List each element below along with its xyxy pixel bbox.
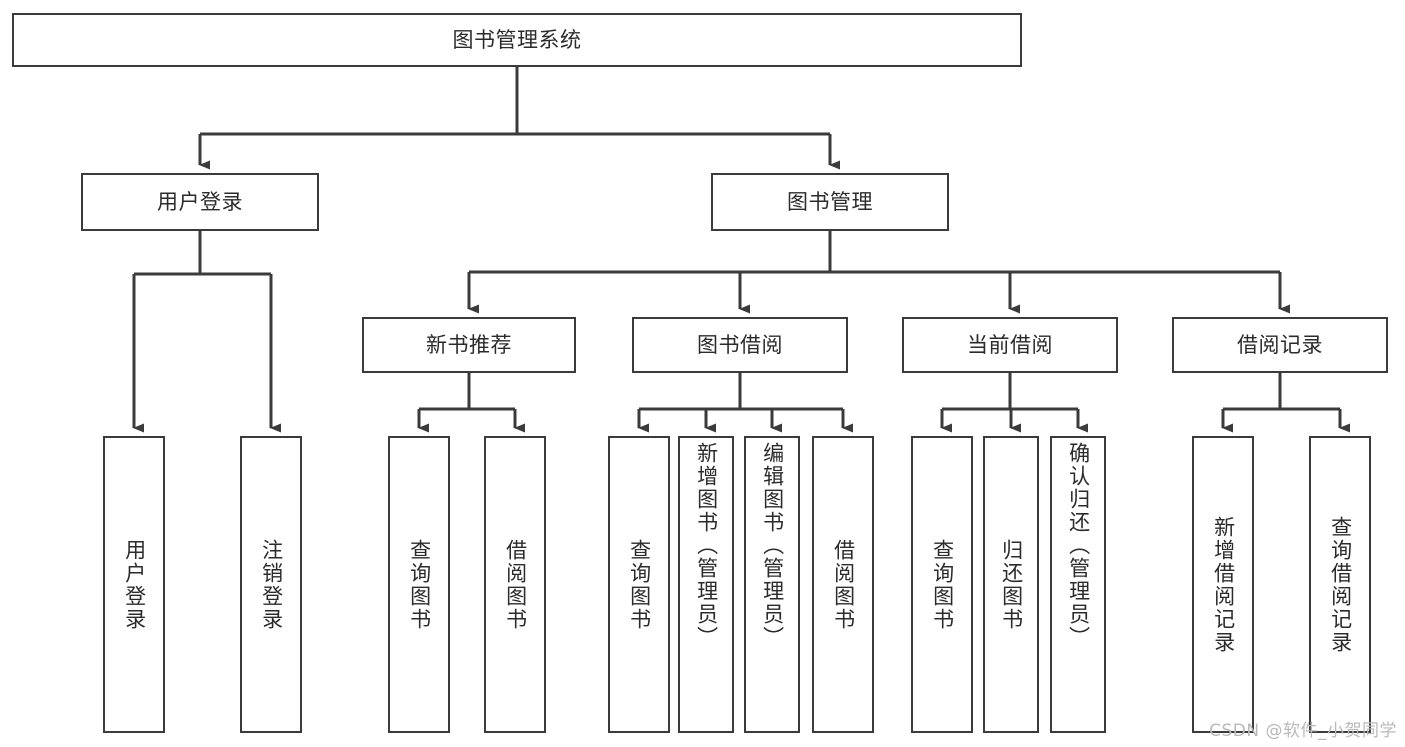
node-leaf[interactable]: 查询图书: [388, 436, 450, 733]
node-leaf-label: 查询图书: [407, 538, 432, 631]
node-leaf[interactable]: 查询图书: [911, 436, 973, 733]
node-leaf-label: 新增图书（管理员）: [694, 442, 719, 649]
node-book-borrowing-label: 图书借阅: [697, 332, 783, 357]
node-leaf-label: 归还图书: [999, 538, 1024, 631]
node-borrow-records[interactable]: 借阅记录: [1172, 317, 1388, 373]
node-leaf-label: 确认归还（管理员）: [1066, 442, 1091, 649]
node-leaf[interactable]: 注销登录: [240, 436, 302, 733]
node-leaf[interactable]: 查询图书: [608, 436, 670, 733]
node-new-book-recommendation-label: 新书推荐: [426, 332, 512, 357]
node-leaf-label: 查询图书: [627, 538, 652, 631]
node-leaf-label: 用户登录: [122, 538, 147, 631]
node-new-book-recommendation[interactable]: 新书推荐: [362, 317, 576, 373]
node-leaf-label: 借阅图书: [831, 538, 856, 631]
watermark-text: CSDN @软件_小贺同学: [1209, 721, 1397, 741]
node-leaf-label: 编辑图书（管理员）: [760, 442, 785, 649]
node-leaf[interactable]: 借阅图书: [484, 436, 546, 733]
node-leaf[interactable]: 查询借阅记录: [1309, 436, 1371, 733]
node-user-login[interactable]: 用户登录: [81, 173, 319, 231]
node-leaf[interactable]: 编辑图书（管理员）: [744, 436, 800, 733]
node-user-login-label: 用户登录: [157, 189, 243, 214]
node-leaf-label: 借阅图书: [503, 538, 528, 631]
node-leaf[interactable]: 用户登录: [103, 436, 165, 733]
node-current-borrowing-label: 当前借阅: [967, 332, 1053, 357]
node-root-system[interactable]: 图书管理系统: [12, 13, 1022, 67]
node-leaf-label: 新增借阅记录: [1211, 515, 1236, 654]
node-book-management[interactable]: 图书管理: [711, 173, 949, 231]
node-leaf-label: 注销登录: [259, 538, 284, 631]
node-leaf-label: 查询图书: [930, 538, 955, 631]
node-leaf[interactable]: 归还图书: [983, 436, 1039, 733]
node-borrow-records-label: 借阅记录: [1237, 332, 1323, 357]
node-root-label: 图书管理系统: [452, 27, 582, 52]
node-book-management-label: 图书管理: [787, 189, 873, 214]
node-leaf[interactable]: 借阅图书: [812, 436, 874, 733]
node-book-borrowing[interactable]: 图书借阅: [632, 317, 848, 373]
node-leaf[interactable]: 新增图书（管理员）: [678, 436, 734, 733]
node-leaf-label: 查询借阅记录: [1328, 515, 1353, 654]
node-leaf[interactable]: 确认归还（管理员）: [1050, 436, 1106, 733]
node-leaf[interactable]: 新增借阅记录: [1192, 436, 1254, 733]
node-current-borrowing[interactable]: 当前借阅: [902, 317, 1118, 373]
